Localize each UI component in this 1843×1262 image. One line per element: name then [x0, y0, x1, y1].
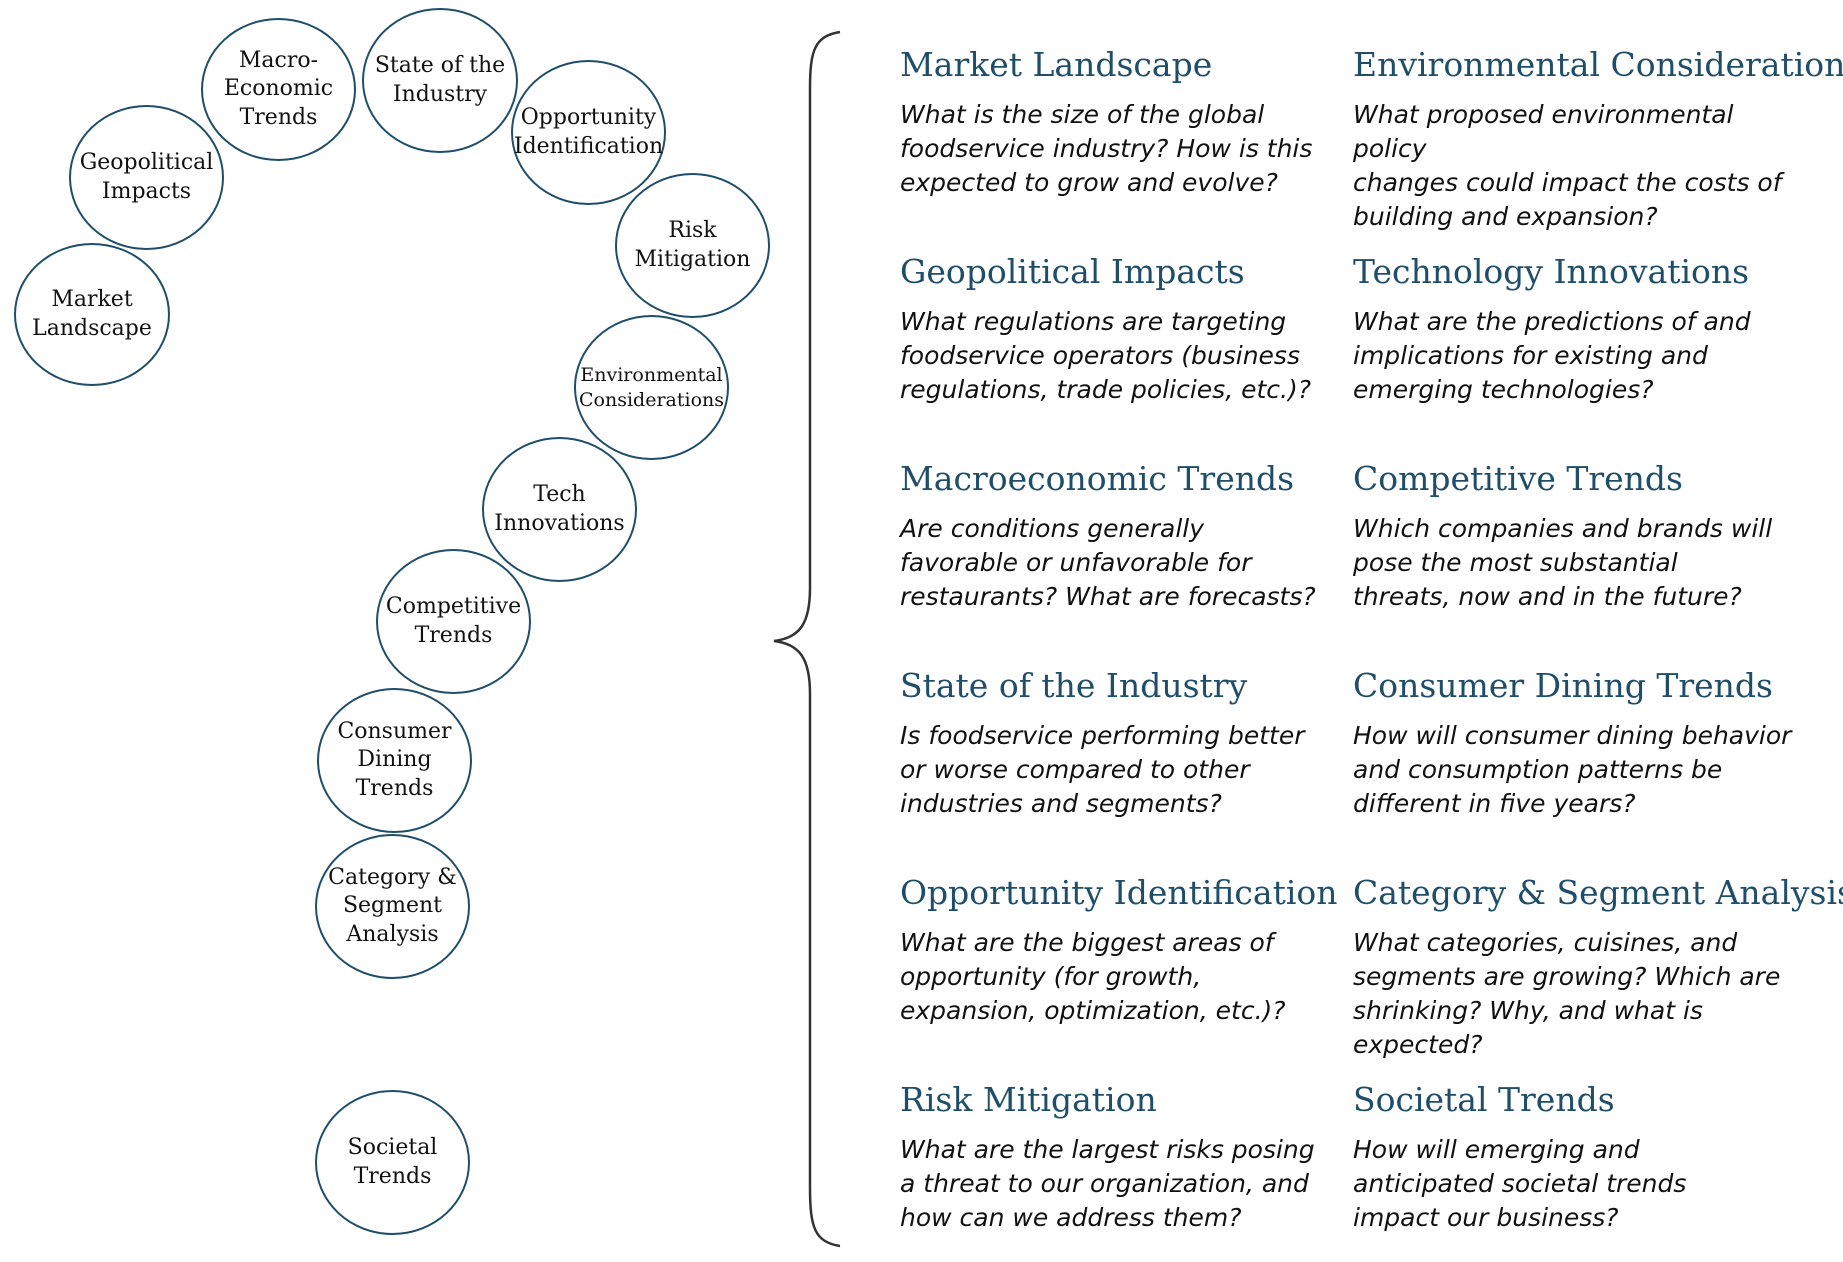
topic-question: What categories, cuisines, and segments … [1353, 928, 1781, 1059]
topic-question: What proposed environmental policy chang… [1353, 100, 1782, 231]
circle-category-segment-analysis: Category & Segment Analysis [315, 834, 470, 979]
topic-title: Competitive Trends [1353, 459, 1683, 498]
topic-market-landscape: Market Landscape What is the size of the… [900, 45, 1340, 200]
curly-brace [773, 30, 841, 1248]
topic-question: What are the predictions of and implicat… [1353, 307, 1751, 404]
topic-question: What regulations are targeting foodservi… [900, 307, 1311, 404]
circle-macro-economic-trends: Macro- Economic Trends [201, 18, 356, 161]
topic-title: Environmental Considerations [1353, 45, 1843, 84]
circle-competitive-trends: Competitive Trends [376, 549, 531, 694]
topic-title: State of the Industry [900, 666, 1248, 705]
circle-societal-trends: Societal Trends [315, 1090, 470, 1235]
topic-question: Are conditions generally favorable or un… [900, 514, 1316, 611]
topic-title: Geopolitical Impacts [900, 252, 1245, 291]
topic-title: Macroeconomic Trends [900, 459, 1295, 498]
circle-geopolitical-impacts: Geopolitical Impacts [69, 105, 224, 250]
topic-title: Market Landscape [900, 45, 1213, 84]
topic-category-segment-analysis: Category & Segment Analysis What categor… [1353, 873, 1843, 1062]
topic-question: What is the size of the global foodservi… [900, 100, 1313, 197]
topic-title: Consumer Dining Trends [1353, 666, 1773, 705]
topic-question: Is foodservice performing better or wors… [900, 721, 1305, 818]
topic-competitive-trends: Competitive Trends Which companies and b… [1353, 459, 1793, 614]
topic-opportunity-identification: Opportunity Identification What are the … [900, 873, 1340, 1028]
topic-geopolitical-impacts: Geopolitical Impacts What regulations ar… [900, 252, 1340, 407]
topic-title: Societal Trends [1353, 1080, 1615, 1119]
topic-question: What are the largest risks posing a thre… [900, 1135, 1315, 1232]
topic-societal-trends: Societal Trends How will emerging and an… [1353, 1080, 1793, 1235]
topic-title: Category & Segment Analysis [1353, 873, 1843, 912]
topic-title: Risk Mitigation [900, 1080, 1157, 1119]
topic-macroeconomic-trends: Macroeconomic Trends Are conditions gene… [900, 459, 1340, 614]
topic-consumer-dining-trends: Consumer Dining Trends How will consumer… [1353, 666, 1793, 821]
circle-consumer-dining-trends: Consumer Dining Trends [317, 688, 472, 833]
circle-risk-mitigation: Risk Mitigation [615, 173, 770, 318]
topic-question: Which companies and brands will pose the… [1353, 514, 1773, 611]
topic-environmental-considerations: Environmental Considerations What propos… [1353, 45, 1843, 234]
topic-title: Opportunity Identification [900, 873, 1338, 912]
circle-state-of-the-industry: State of the Industry [362, 8, 518, 153]
topic-title: Technology Innovations [1353, 252, 1750, 291]
circle-market-landscape: Market Landscape [14, 243, 170, 386]
topic-technology-innovations: Technology Innovations What are the pred… [1353, 252, 1793, 407]
topic-state-of-the-industry: State of the Industry Is foodservice per… [900, 666, 1340, 821]
topic-question: How will emerging and anticipated societ… [1353, 1135, 1687, 1232]
circle-environmental-considerations: Environmental Considerations [574, 315, 729, 460]
topic-question: How will consumer dining behavior and co… [1353, 721, 1792, 818]
topic-question: What are the biggest areas of opportunit… [900, 928, 1286, 1025]
topic-risk-mitigation: Risk Mitigation What are the largest ris… [900, 1080, 1340, 1235]
circle-opportunity-identification: Opportunity Identification [511, 60, 666, 205]
circle-tech-innovations: Tech Innovations [482, 437, 637, 582]
